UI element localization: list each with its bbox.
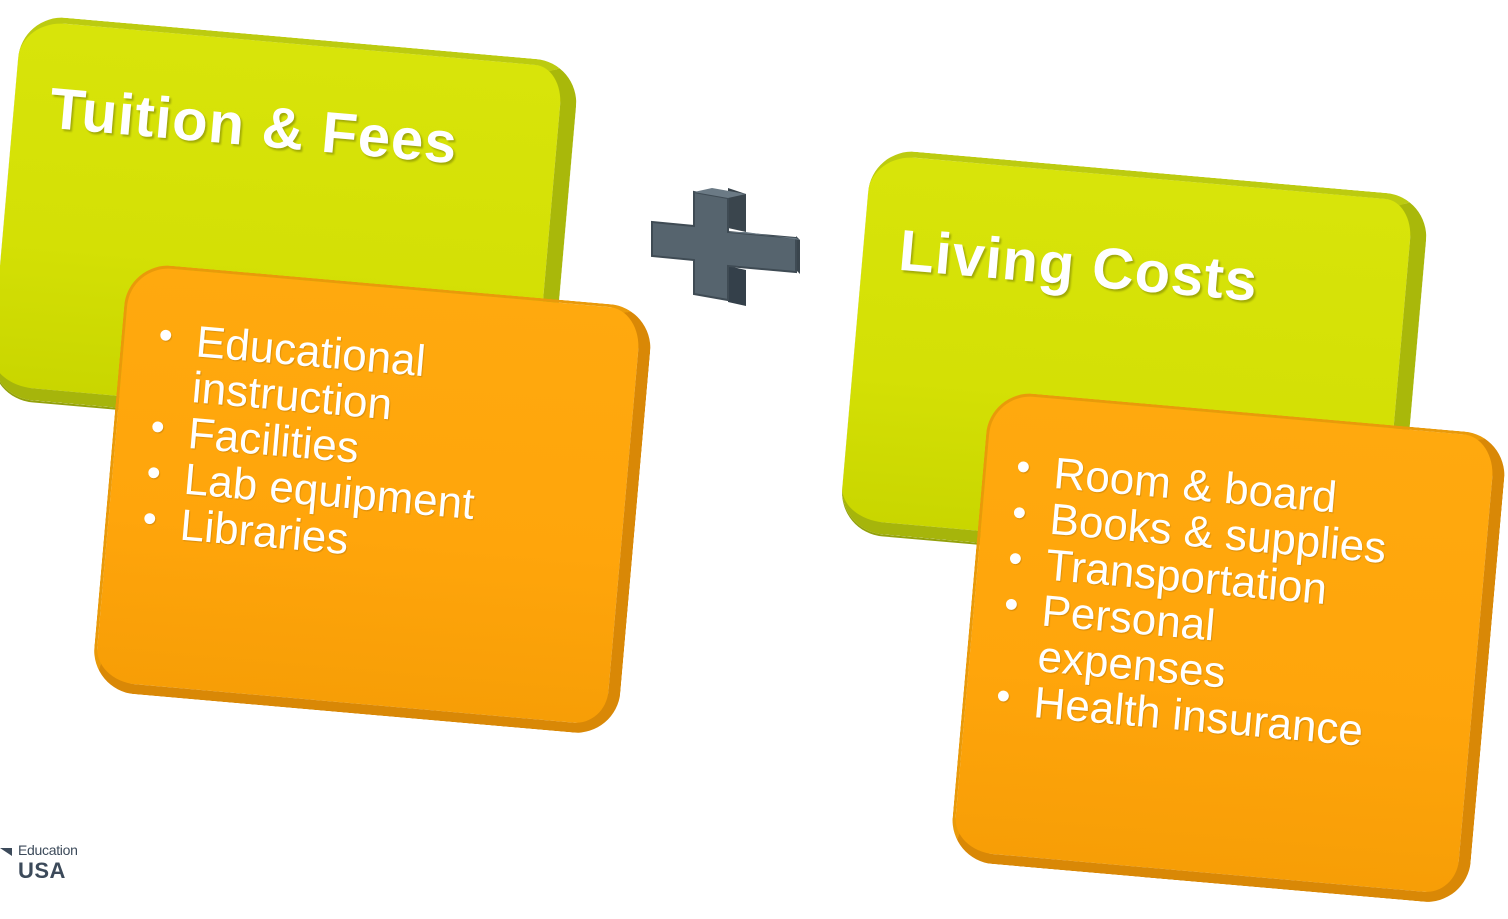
- living-costs-list: Room & board Books & supplies Transporta…: [994, 448, 1436, 760]
- education-usa-logo: Education USA: [0, 842, 100, 886]
- tuition-fees-list: Educational instruction Facilities Lab e…: [140, 316, 539, 578]
- living-costs-title: Living Costs: [896, 217, 1261, 315]
- logo-line1: Education: [18, 842, 78, 858]
- logo-line2: USA: [18, 858, 66, 883]
- tuition-fees-title: Tuition & Fees: [47, 75, 461, 177]
- living-costs-list-card: Room & board Books & supplies Transporta…: [948, 390, 1508, 906]
- plus-icon: [651, 188, 800, 306]
- logo-mark-icon: [0, 848, 12, 856]
- tuition-fees-list-card: Educational instruction Facilities Lab e…: [90, 262, 654, 737]
